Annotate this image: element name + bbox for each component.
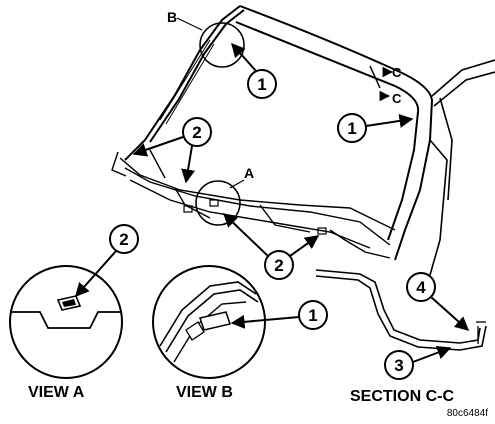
view-b-marker: B — [167, 9, 177, 25]
callout-2-view-a: 2 — [75, 224, 139, 298]
section-c-c-title: SECTION C-C — [350, 388, 454, 405]
svg-text:2: 2 — [192, 123, 201, 142]
svg-text:3: 3 — [394, 356, 403, 375]
callout-3-section: 3 — [384, 345, 452, 380]
windshield-outer-frame — [124, 5, 434, 261]
svg-text:4: 4 — [416, 278, 426, 297]
callout-4-section: 4 — [406, 272, 470, 331]
callout-2-left-clips: 2 — [132, 117, 212, 184]
figure-code: 80c6484f — [447, 408, 488, 419]
section-c-c-profile — [315, 269, 487, 351]
svg-text:2: 2 — [119, 230, 128, 249]
callout-1-view-b: 1 — [230, 300, 328, 330]
view-a-title: VIEW A — [28, 384, 85, 401]
svg-text:2: 2 — [274, 256, 283, 275]
view-a-detail-circle — [195, 180, 241, 226]
callout-2-bottom-clips: 2 — [222, 213, 320, 280]
svg-text:1: 1 — [257, 75, 266, 94]
svg-text:1: 1 — [308, 306, 317, 325]
clip-mark — [209, 199, 219, 207]
callout-1-top-left: 1 — [231, 42, 277, 99]
view-b-detail — [152, 265, 266, 379]
section-marker-top: C — [392, 65, 402, 80]
view-b-leader — [176, 17, 203, 31]
section-marker-bottom: C — [392, 91, 402, 106]
view-a-detail — [9, 265, 123, 379]
clip-mark — [183, 205, 193, 213]
section-cut-marks — [369, 65, 394, 102]
a-pillar-right — [429, 59, 495, 276]
callout-1-right: 1 — [337, 113, 414, 143]
view-a-marker: A — [244, 165, 254, 181]
svg-text:1: 1 — [347, 119, 356, 138]
view-b-title: VIEW B — [176, 384, 233, 401]
clip-mark — [317, 227, 327, 235]
view-a-leader — [229, 179, 245, 189]
